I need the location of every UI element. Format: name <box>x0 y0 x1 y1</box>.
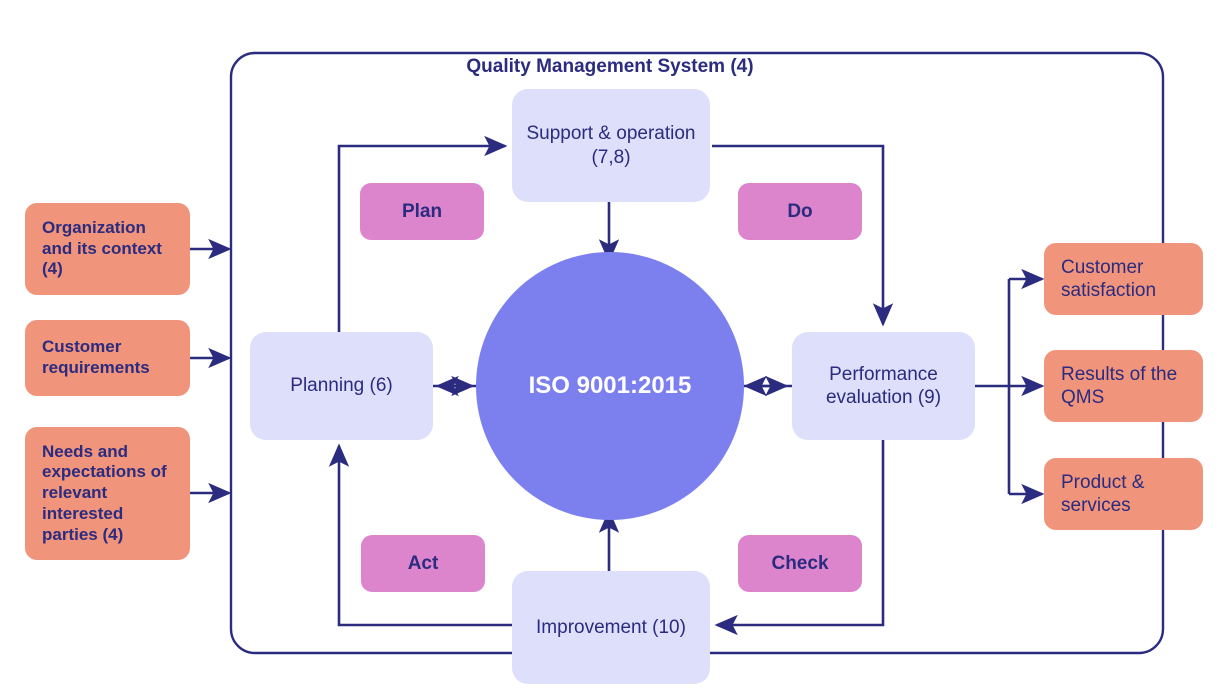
connector-improvement-to-planning <box>328 443 512 627</box>
core-circle-iso-9001: ISO 9001:2015 <box>476 252 744 520</box>
output-box-customer-satisfaction: Customer satisfaction <box>1044 243 1203 315</box>
output-box-product-services: Product & services <box>1044 458 1203 530</box>
input-box-organization-context: Organization and its context (4) <box>25 203 190 295</box>
pdca-box-do: Do <box>738 183 862 240</box>
output-box-results-of-qms: Results of the QMS <box>1044 350 1203 422</box>
input-box-interested-parties: Needs and expectations of relevant inter… <box>25 427 190 560</box>
pdca-box-act: Act <box>361 535 485 592</box>
input-box-customer-requirements: Customer requirements <box>25 320 190 396</box>
process-box-planning: Planning (6) <box>250 332 433 440</box>
pdca-box-plan: Plan <box>360 183 484 240</box>
connector-performance-to-improvement <box>714 440 885 636</box>
process-box-performance-evaluation: Performance evaluation (9) <box>792 332 975 440</box>
connector-support-to-performance <box>712 144 894 327</box>
process-box-support-operation: Support & operation (7,8) <box>512 89 710 202</box>
pdca-box-check: Check <box>738 535 862 592</box>
page-title: Quality Management System (4) <box>466 56 754 77</box>
process-box-improvement: Improvement (10) <box>512 571 710 684</box>
